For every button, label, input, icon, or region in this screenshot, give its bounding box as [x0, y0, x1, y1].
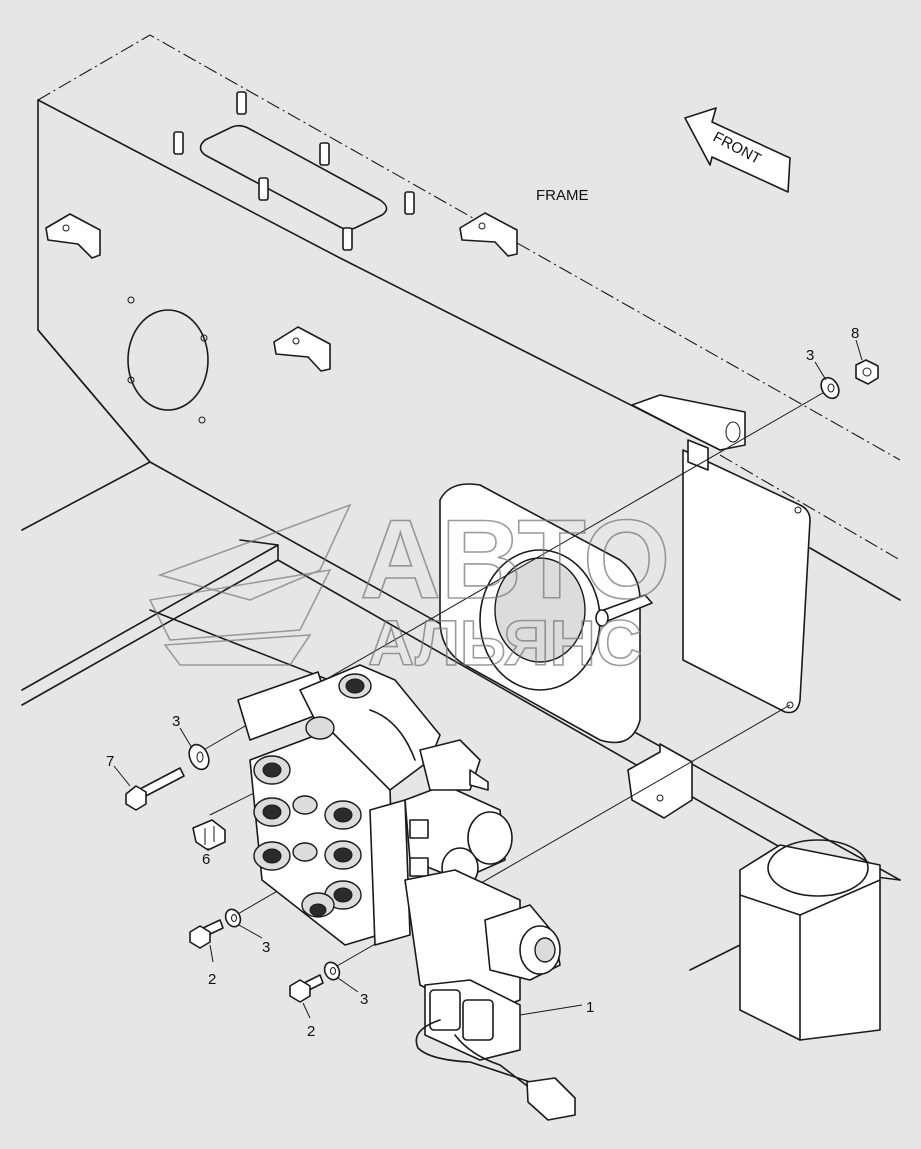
callout-leaders	[113, 339, 863, 1019]
washer-lower-b	[323, 961, 341, 981]
callout-valve: 1	[586, 999, 594, 1016]
nut-8	[855, 359, 879, 385]
watermark-logo	[148, 503, 352, 666]
watermark-line-2: АЛЬЯНС	[368, 607, 642, 679]
mounting-plate	[439, 394, 811, 744]
frame-brackets	[45, 212, 693, 819]
frame-round-opening	[127, 296, 209, 424]
frame-block	[739, 839, 881, 1041]
callout-washer-lower-a: 3	[262, 939, 270, 956]
control-valve-assembly	[237, 664, 576, 1121]
bolt-lower-b	[289, 974, 324, 1003]
callout-clip: 6	[202, 851, 210, 868]
callout-bolt-lower-b: 2	[307, 1023, 315, 1040]
long-bolt-7	[125, 767, 185, 811]
watermark: АВТО АЛЬЯНС	[148, 496, 671, 680]
callout-nut: 8	[851, 325, 859, 342]
washer-left	[188, 743, 210, 771]
watermark-line-1: АВТО	[360, 497, 670, 622]
clip-6	[192, 819, 226, 851]
callout-washer-lower-b: 3	[360, 991, 368, 1008]
callout-washer-left: 3	[172, 713, 180, 730]
frame-studs	[173, 91, 415, 251]
frame-label: FRAME	[536, 187, 589, 204]
callout-bolt-lower-a: 2	[208, 971, 216, 988]
frame-body	[21, 34, 901, 1041]
callout-washer-upper-right: 3	[806, 347, 814, 364]
washer-upper-right	[820, 376, 840, 400]
bolt-lower-a	[189, 919, 224, 949]
valve-ports	[253, 716, 362, 918]
callout-long-bolt: 7	[106, 753, 114, 770]
washer-lower-a	[224, 908, 242, 928]
callout-numbers: 8 3 3 7 6 2 3 2 3 1	[106, 325, 859, 1040]
front-direction-arrow: FRONT	[684, 107, 791, 193]
